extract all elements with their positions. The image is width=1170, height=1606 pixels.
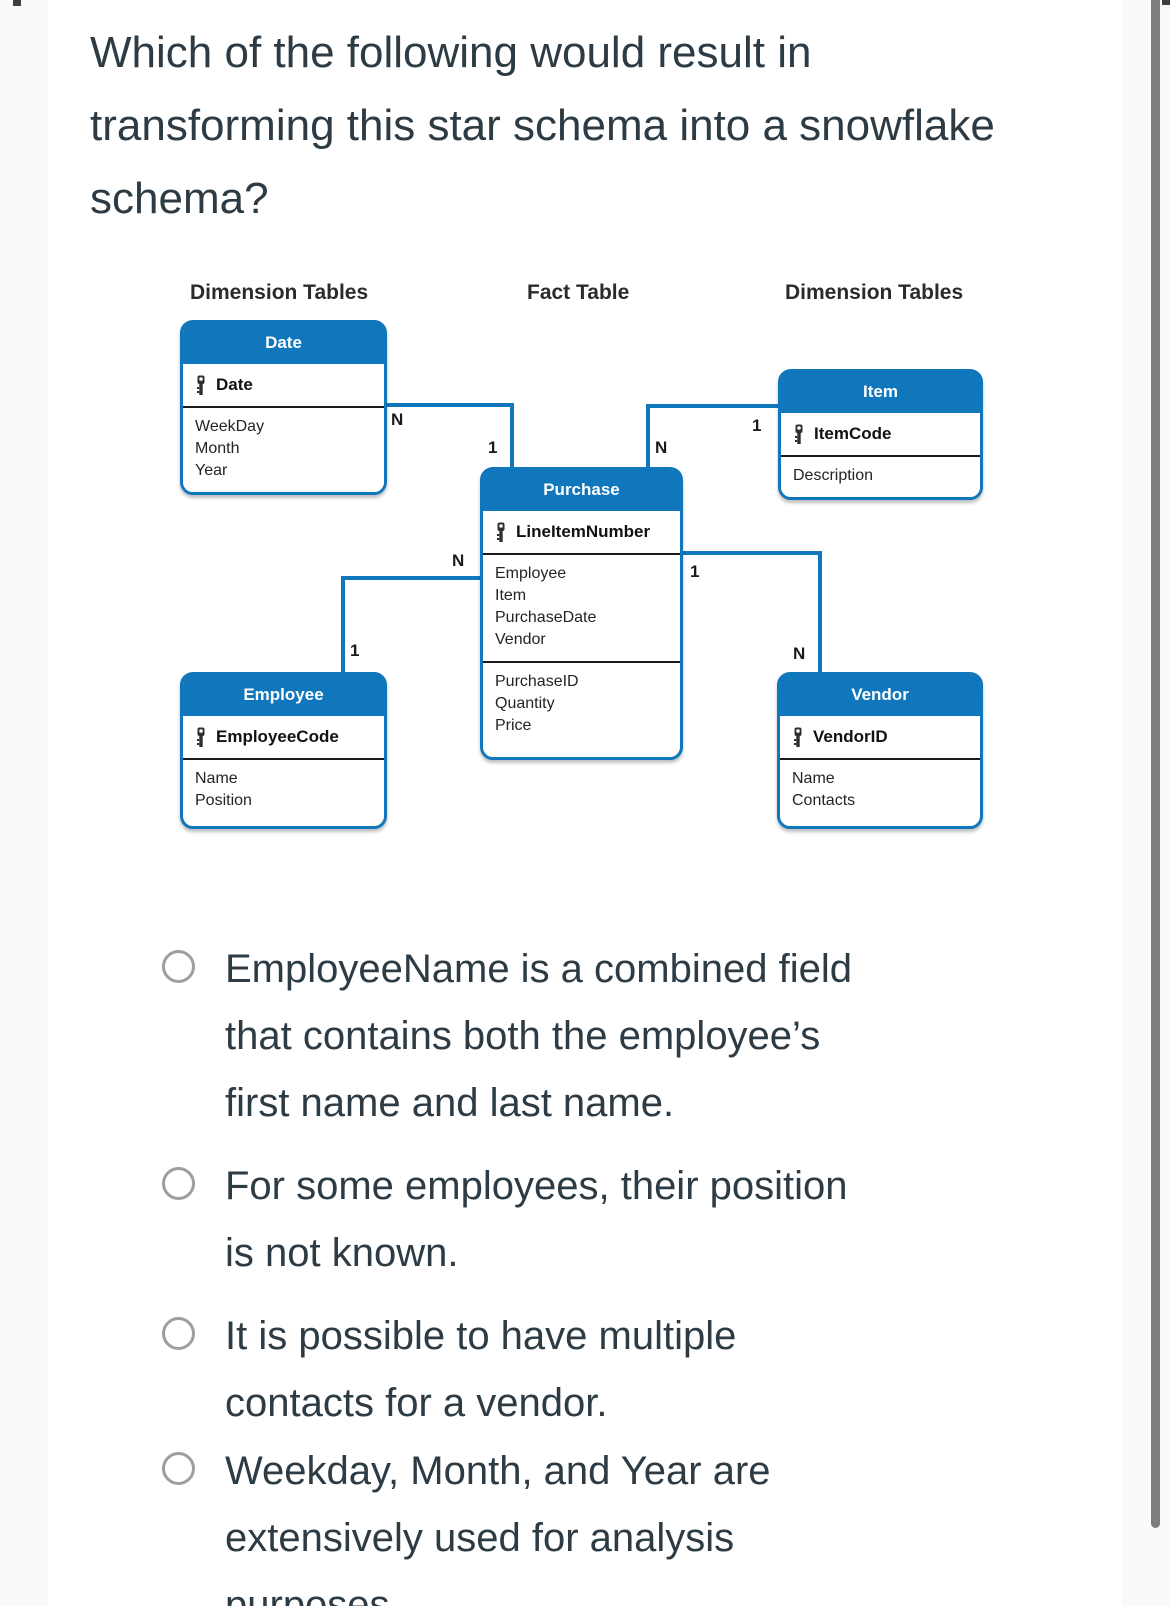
right-gutter <box>1122 0 1170 1606</box>
table-employee-header: Employee <box>183 675 384 716</box>
field: Contacts <box>792 792 856 809</box>
table-vendor-key: VendorID <box>813 727 888 746</box>
cardinality-label: N <box>452 551 465 570</box>
cardinality-label: N <box>391 410 404 429</box>
field: Vendor <box>495 631 546 648</box>
connector-date-purchase <box>387 403 514 407</box>
answer-option-3[interactable]: It is possible to have multiple contacts… <box>162 1303 736 1437</box>
table-purchase-header: Purchase <box>483 470 680 511</box>
table-date-fields: WeekDay Month Year <box>183 406 384 492</box>
table-purchase-key-row: LineItemNumber <box>483 511 680 553</box>
table-date-key: Date <box>216 375 253 394</box>
table-date: Date Date WeekDay Month Year <box>180 320 387 495</box>
radio-button-option-4[interactable] <box>162 1452 195 1485</box>
key-icon <box>793 424 805 445</box>
answer-option-2[interactable]: For some employees, their position is no… <box>162 1153 848 1287</box>
answer-option-1-label[interactable]: EmployeeName is a combined field that co… <box>225 936 852 1137</box>
cardinality-label: N <box>655 438 668 457</box>
connector-vendor-purchase <box>681 551 822 555</box>
key-icon <box>195 727 207 748</box>
cardinality-label: 1 <box>690 562 700 581</box>
field: Employee <box>495 565 567 582</box>
answer-option-4-label[interactable]: Weekday, Month, and Year are extensively… <box>225 1438 771 1606</box>
key-icon <box>495 522 507 543</box>
option-text-line: extensively used for analysis <box>225 1516 735 1560</box>
table-item: Item ItemCode Description <box>778 369 983 500</box>
table-purchase-fk-fields: Employee Item PurchaseDate Vendor <box>483 553 680 661</box>
table-vendor: Vendor VendorID Name Contacts <box>777 672 983 829</box>
question-title: Which of the following would result in t… <box>90 16 995 235</box>
diagram-label-dimension-right: Dimension Tables <box>785 281 964 304</box>
table-item-header: Item <box>781 372 980 413</box>
option-text-line: EmployeeName is a combined field <box>225 947 852 991</box>
table-item-key-row: ItemCode <box>781 413 980 455</box>
field: Price <box>495 717 532 734</box>
field: Month <box>195 440 240 457</box>
field: PurchaseDate <box>495 609 597 626</box>
option-text-line: that contains both the employee’s <box>225 1014 821 1058</box>
cardinality-label: N <box>793 644 806 663</box>
cardinality-label: 1 <box>752 416 762 435</box>
question-title-line: schema? <box>90 174 269 223</box>
table-employee: Employee EmployeeCode Name Position <box>180 672 387 829</box>
diagram-label-dimension-left: Dimension Tables <box>190 281 369 304</box>
connector-vendor-purchase <box>818 551 822 674</box>
table-employee-key: EmployeeCode <box>216 727 339 746</box>
clipped-ui-fragment <box>1162 0 1170 5</box>
answer-option-2-label[interactable]: For some employees, their position is no… <box>225 1153 848 1287</box>
table-date-header: Date <box>183 323 384 364</box>
table-item-key: ItemCode <box>814 424 892 443</box>
field: PurchaseID <box>495 673 579 690</box>
connector-date-purchase <box>510 403 514 469</box>
field: Year <box>195 462 228 479</box>
question-title-line: transforming this star schema into a sno… <box>90 101 995 150</box>
table-vendor-key-row: VendorID <box>780 716 980 758</box>
connector-employee-purchase <box>341 576 345 674</box>
field: Name <box>195 770 238 787</box>
table-vendor-fields: Name Contacts <box>780 758 980 822</box>
table-item-fields: Description <box>781 455 980 497</box>
field: Description <box>793 467 874 484</box>
answer-option-3-label[interactable]: It is possible to have multiple contacts… <box>225 1303 736 1437</box>
clipped-ui-fragment <box>13 0 21 6</box>
question-title-line: Which of the following would result in <box>90 28 812 77</box>
field: Position <box>195 792 252 809</box>
field: Quantity <box>495 695 555 712</box>
cardinality-label: 1 <box>350 641 360 660</box>
cardinality-label: 1 <box>488 438 498 457</box>
connector-employee-purchase <box>341 576 482 580</box>
table-purchase: Purchase LineItemNumber Employee Item Pu… <box>480 467 683 760</box>
scrollbar-thumb[interactable] <box>1151 0 1160 1528</box>
table-purchase-key: LineItemNumber <box>516 522 651 541</box>
table-purchase-measure-fields: PurchaseID Quantity Price <box>483 661 680 747</box>
option-text-line: It is possible to have multiple <box>225 1314 737 1358</box>
key-icon <box>792 727 804 748</box>
diagram-label-fact: Fact Table <box>527 281 630 304</box>
connector-item-purchase <box>646 404 778 408</box>
answer-option-4[interactable]: Weekday, Month, and Year are extensively… <box>162 1438 771 1606</box>
radio-button-option-3[interactable] <box>162 1317 195 1350</box>
table-date-key-row: Date <box>183 364 384 406</box>
option-text-line: For some employees, their position <box>225 1164 848 1208</box>
field: WeekDay <box>195 418 265 435</box>
key-icon <box>195 375 207 396</box>
connector-item-purchase <box>646 404 650 469</box>
option-text-line: Weekday, Month, and Year are <box>225 1449 771 1493</box>
table-employee-key-row: EmployeeCode <box>183 716 384 758</box>
radio-button-option-2[interactable] <box>162 1167 195 1200</box>
table-vendor-header: Vendor <box>780 675 980 716</box>
option-text-line: purposes <box>225 1583 390 1606</box>
radio-button-option-1[interactable] <box>162 950 195 983</box>
answer-option-1[interactable]: EmployeeName is a combined field that co… <box>162 936 852 1137</box>
field: Name <box>792 770 835 787</box>
field: Item <box>495 587 527 604</box>
table-employee-fields: Name Position <box>183 758 384 822</box>
option-text-line: first name and last name. <box>225 1081 675 1125</box>
option-text-line: is not known. <box>225 1231 459 1275</box>
option-text-line: contacts for a vendor. <box>225 1381 608 1425</box>
left-gutter <box>0 0 48 1606</box>
